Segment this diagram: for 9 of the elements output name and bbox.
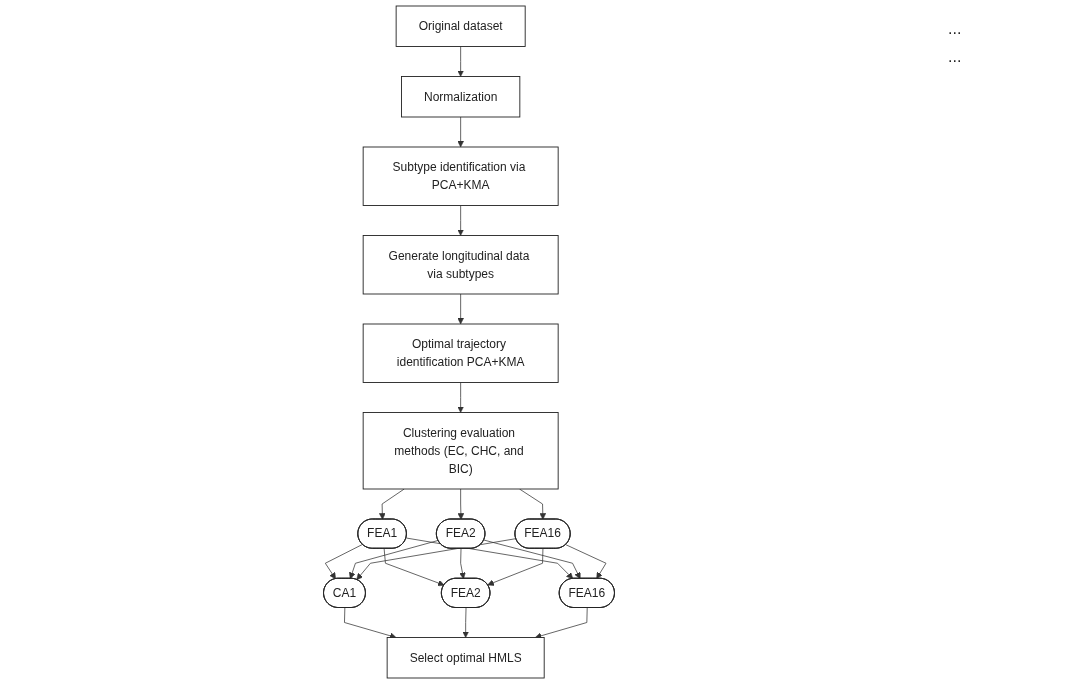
node-box: Optimal trajectory identification PCA+KMA	[362, 323, 559, 383]
ellipsis-label: ...	[948, 20, 963, 38]
node-box: Clustering evaluation methods (EC, CHC, and BIC)	[362, 412, 559, 490]
node-box: Original dataset	[395, 5, 526, 47]
ellipsis-label: ...	[948, 48, 963, 66]
node-box: Generate longitudinal data via subtypes	[362, 235, 559, 295]
node-box: Select optimal HMLS	[386, 637, 545, 679]
node-box: Subtype identification via PCA+KMA	[362, 146, 559, 206]
node-box: Normalization	[401, 76, 521, 118]
